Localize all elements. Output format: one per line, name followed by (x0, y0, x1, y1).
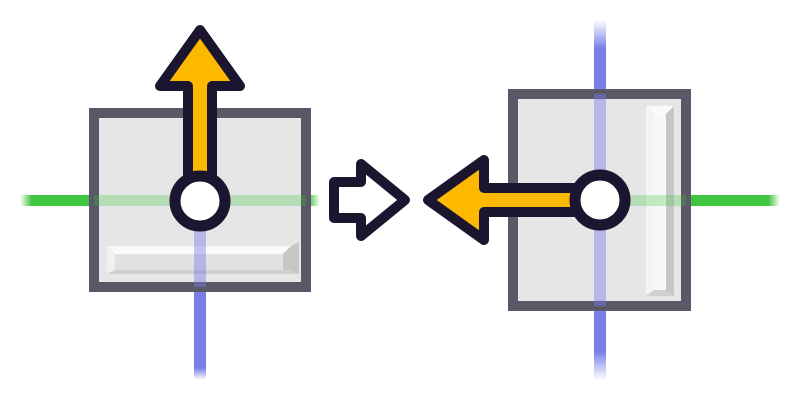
right-diagram (423, 20, 780, 380)
left-diagram (20, 25, 320, 380)
left-pivot-icon (169, 170, 231, 232)
right-x-axis-overlay (606, 195, 686, 206)
right-arrow-icon (329, 159, 410, 241)
right-pivot-icon (569, 169, 631, 231)
